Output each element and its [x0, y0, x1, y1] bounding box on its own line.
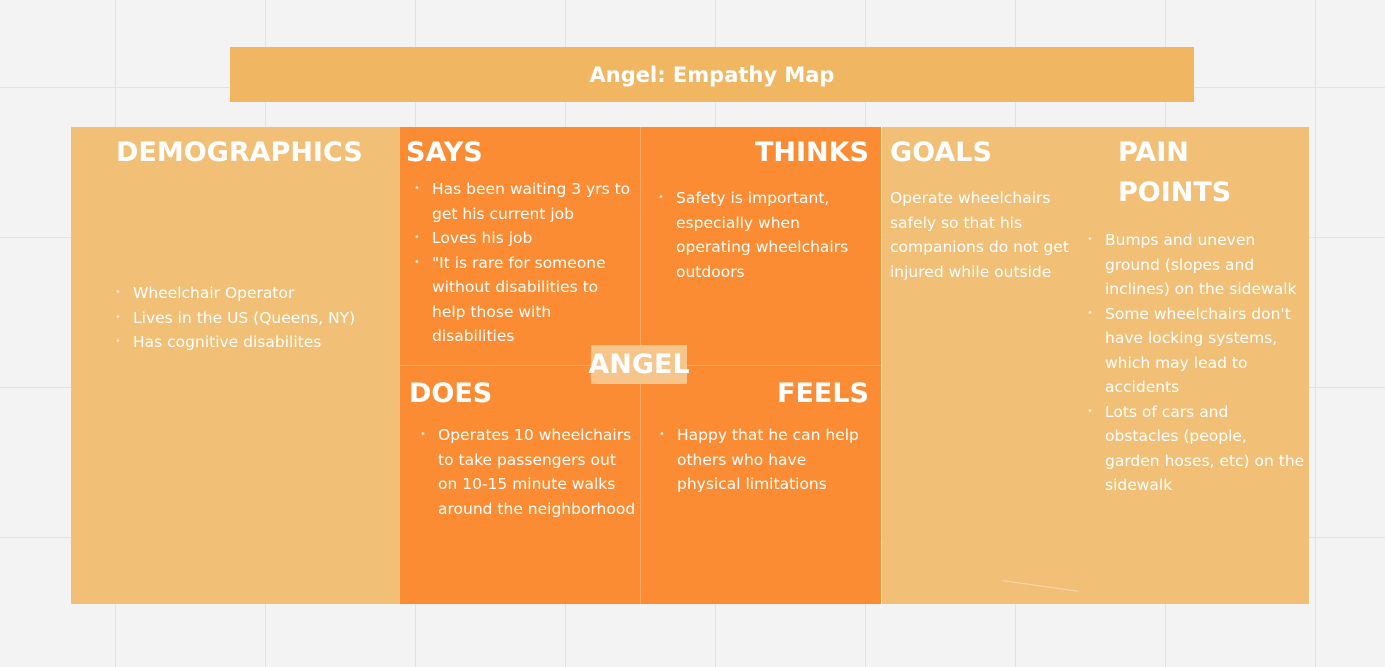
does-list: Operates 10 wheelchairs to take passenge… — [418, 423, 636, 521]
does-quadrant[interactable]: DOES Operates 10 wheelchairs to take pas… — [400, 366, 640, 604]
list-item: Bumps and uneven ground (slopes and incl… — [1085, 228, 1305, 302]
says-heading: SAYS — [406, 137, 483, 168]
demographics-list: Wheelchair Operator Lives in the US (Que… — [113, 281, 363, 355]
title-bar[interactable]: Angel: Empathy Map — [230, 47, 1194, 102]
list-item: Safety is important, especially when ope… — [656, 186, 871, 284]
demographics-panel[interactable]: DEMOGRAPHICS Wheelchair Operator Lives i… — [71, 127, 400, 604]
does-heading: DOES — [409, 378, 493, 409]
feels-list: Happy that he can help others who have p… — [657, 423, 862, 497]
list-item: "It is rare for someone without disabili… — [412, 251, 634, 349]
goals-heading: GOALS — [890, 137, 992, 168]
demographics-heading: DEMOGRAPHICS — [116, 137, 363, 168]
says-list: Has been waiting 3 yrs to get his curren… — [412, 177, 634, 349]
feels-quadrant[interactable]: FEELS Happy that he can help others who … — [641, 366, 881, 604]
goals-text: Operate wheelchairs safely so that his c… — [890, 189, 1069, 281]
list-item: Lives in the US (Queens, NY) — [113, 306, 363, 331]
goals-pain-panel[interactable]: GOALS Operate wheelchairs safely so that… — [882, 127, 1309, 604]
page-title: Angel: Empathy Map — [589, 62, 835, 87]
center-persona-label[interactable]: ANGEL — [588, 345, 690, 384]
list-item: Happy that he can help others who have p… — [657, 423, 862, 497]
feels-heading: FEELS — [777, 378, 869, 409]
thinks-heading: THINKS — [754, 137, 869, 168]
list-item: Wheelchair Operator — [113, 281, 363, 306]
says-quadrant[interactable]: SAYS Has been waiting 3 yrs to get his c… — [400, 127, 640, 365]
list-item: Lots of cars and obstacles (people, gard… — [1085, 400, 1305, 498]
list-item: Loves his job — [412, 226, 634, 251]
list-item: Has been waiting 3 yrs to get his curren… — [412, 177, 634, 226]
thinks-quadrant[interactable]: THINKS Safety is important, especially w… — [641, 127, 881, 365]
list-item: Operates 10 wheelchairs to take passenge… — [418, 423, 636, 521]
list-item: Has cognitive disabilites — [113, 330, 363, 355]
thinks-list: Safety is important, especially when ope… — [656, 186, 871, 284]
list-item: Some wheelchairs don't have locking syst… — [1085, 302, 1305, 400]
pain-points-list: Bumps and uneven ground (slopes and incl… — [1085, 228, 1305, 498]
pain-points-heading: PAIN POINTS — [1118, 137, 1232, 208]
